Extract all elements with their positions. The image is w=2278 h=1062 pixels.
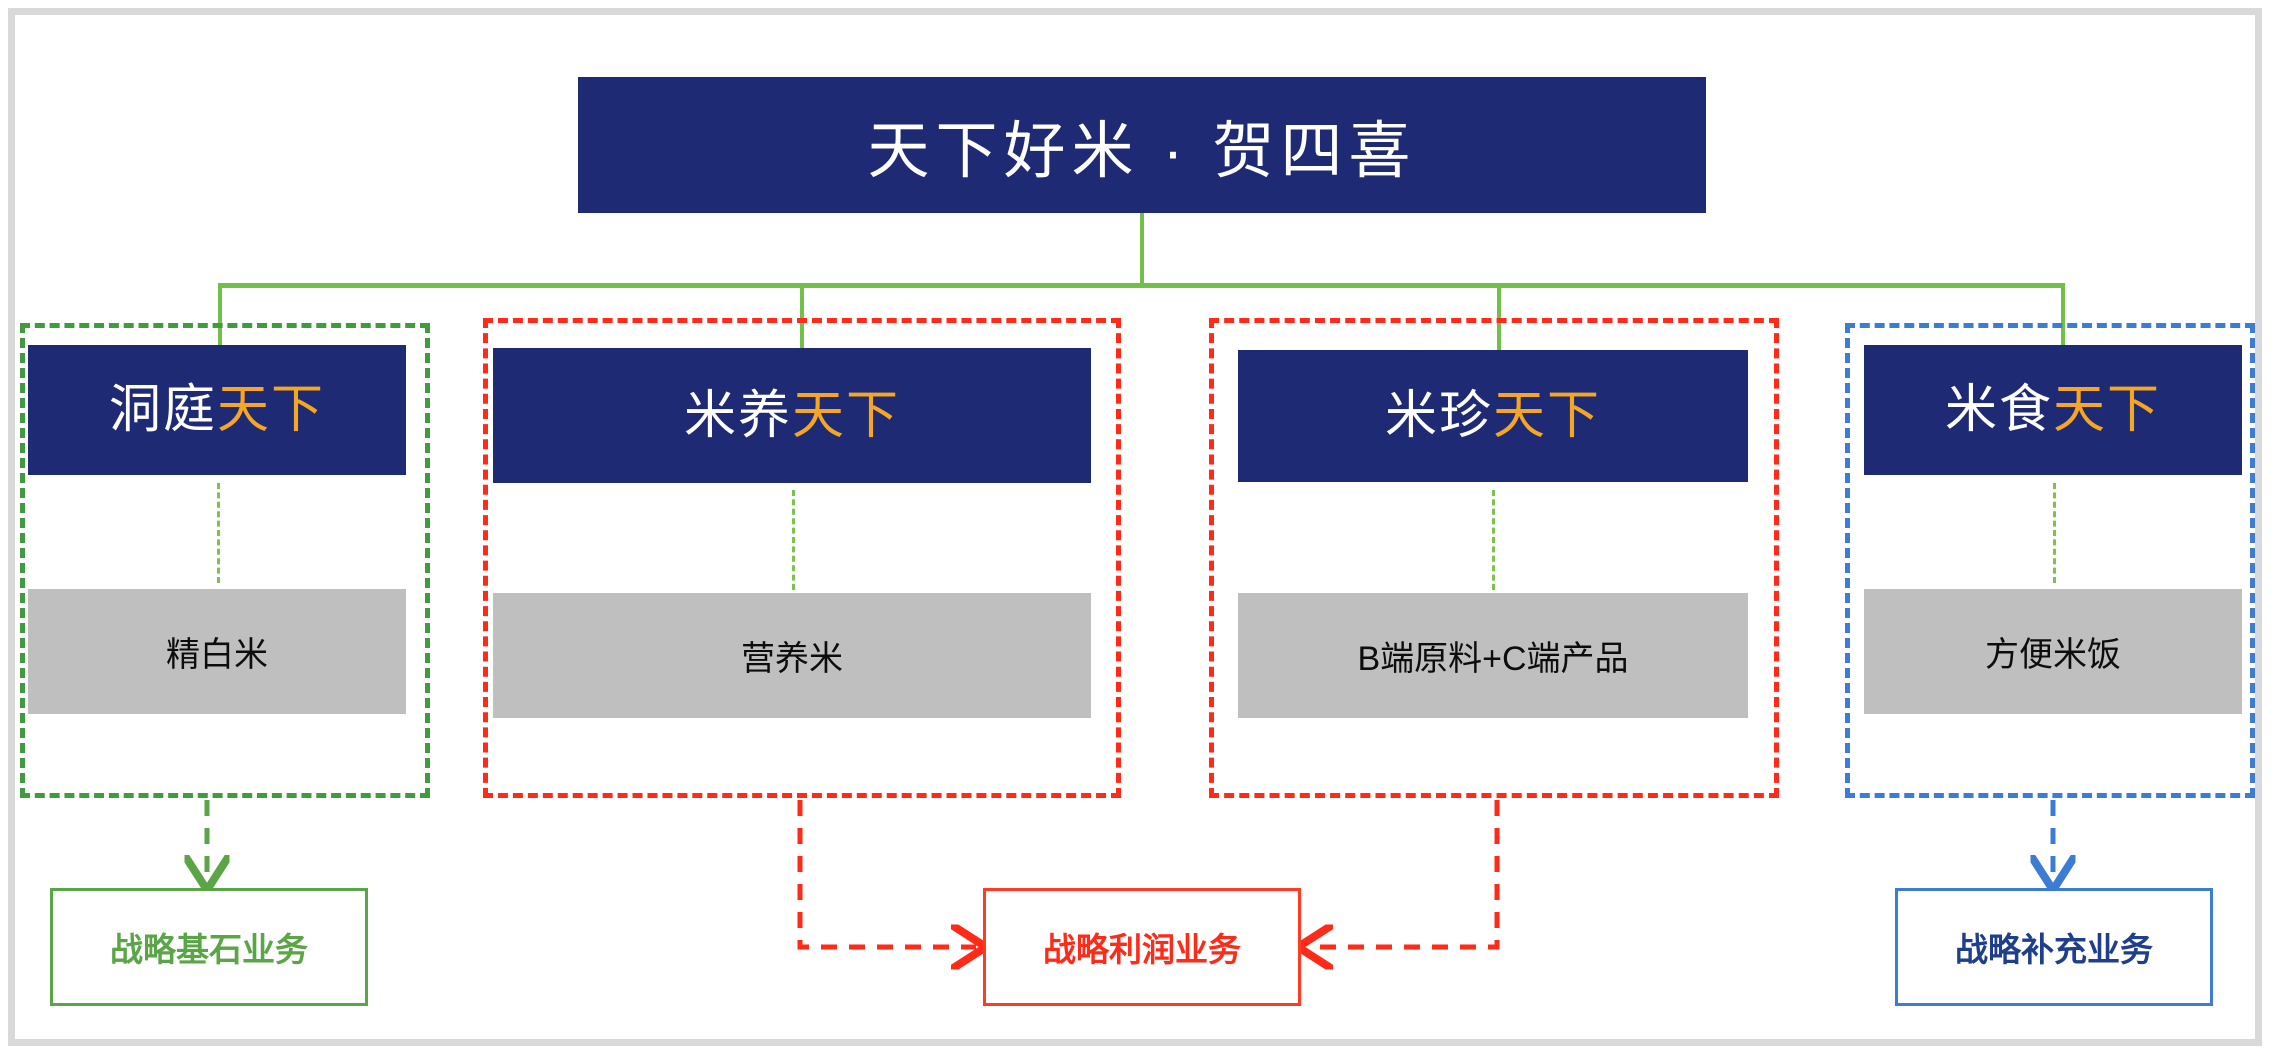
page-title: 天下好米 · 贺四喜 [867,117,1417,186]
brand-label-1: 洞庭天下 [109,384,325,436]
connector-drop-4 [2061,283,2065,393]
product-label-1: 精白米 [166,636,268,674]
group-container-2[interactable] [483,318,1121,798]
brand-suffix-3: 天下 [1493,387,1602,445]
brand-box-1[interactable]: 洞庭天下 [28,345,406,475]
connector-drop-3 [1497,283,1501,393]
product-label-4: 方便米饭 [1985,636,2121,674]
strategy-label-cornerstone: 战略基石业务 [110,931,308,968]
product-label-2: 营养米 [741,640,843,678]
product-box-4[interactable]: 方便米饭 [1864,589,2242,714]
product-box-2[interactable]: 营养米 [493,593,1091,718]
brand-suffix-4: 天下 [2053,381,2162,439]
connector-drop-2 [800,283,804,393]
brand-box-3[interactable]: 米珍天下 [1238,350,1748,482]
group-container-1[interactable] [20,323,430,798]
group-container-4[interactable] [1845,323,2255,798]
strategy-box-cornerstone[interactable]: 战略基石业务 [50,888,368,1006]
brand-prefix-3: 米珍 [1384,387,1493,445]
connector-horizontal-bus [218,283,2065,288]
inner-connector-2 [792,490,795,590]
brand-box-2[interactable]: 米养天下 [493,348,1091,483]
brand-prefix-1: 洞庭 [108,381,217,439]
connector-drop-1 [218,283,222,393]
product-box-1[interactable]: 精白米 [28,589,406,714]
strategy-box-profit[interactable]: 战略利润业务 [983,888,1301,1006]
page-frame [8,8,2262,1046]
inner-connector-4 [2053,483,2056,583]
connector-root-stem [1140,213,1144,285]
brand-box-4[interactable]: 米食天下 [1864,345,2242,475]
product-box-3[interactable]: B端原料+C端产品 [1238,593,1748,718]
brand-suffix-1: 天下 [217,381,326,439]
brand-label-4: 米食天下 [1945,384,2161,436]
brand-label-2: 米养天下 [684,390,900,442]
strategy-box-supplement[interactable]: 战略补充业务 [1895,888,2213,1006]
brand-prefix-2: 米养 [683,386,792,445]
inner-connector-1 [217,483,220,583]
brand-label-3: 米珍天下 [1385,390,1601,442]
strategy-label-supplement: 战略补充业务 [1955,931,2153,968]
inner-connector-3 [1492,490,1495,590]
product-label-3: B端原料+C端产品 [1357,640,1629,678]
strategy-label-profit: 战略利润业务 [1043,931,1241,968]
brand-prefix-4: 米食 [1944,381,2053,439]
root-title-box[interactable]: 天下好米 · 贺四喜 [578,77,1706,213]
group-container-3[interactable] [1209,318,1779,798]
brand-suffix-2: 天下 [792,386,901,445]
